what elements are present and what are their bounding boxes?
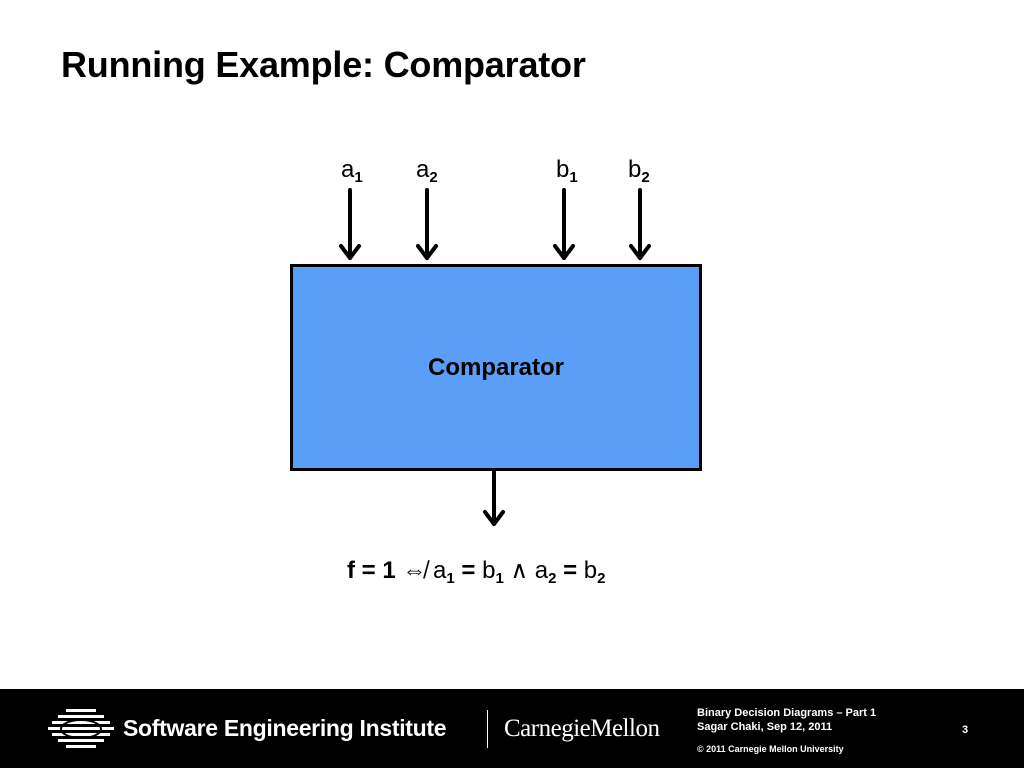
footer-divider [487,710,488,748]
comparator-box: Comparator [290,264,702,471]
input-label-b2: b2 [628,156,650,186]
footer-info: Binary Decision Diagrams – Part 1 Sagar … [697,706,876,756]
input-arrow-a1 [339,188,361,260]
cmu-wordmark: CarnegieMellon [504,715,660,742]
input-arrow-a2 [416,188,438,260]
output-arrow [483,470,505,526]
copyright-notice: © 2011 Carnegie Mellon University [697,744,844,754]
diagram-arrows [339,188,651,526]
presenter-date: Sagar Chaki, Sep 12, 2011 [697,721,833,733]
input-label-a1: a1 [341,156,363,186]
slide-title: Running Example: Comparator [61,44,586,85]
presentation-title: Binary Decision Diagrams – Part 1 [697,707,877,719]
footer-bar: Software Engineering Institute CarnegieM… [0,689,1024,768]
sei-logo-icon [48,709,114,748]
input-label-a2: a2 [416,156,438,186]
input-label-b1: b1 [556,156,578,186]
page-number: 3 [962,724,969,736]
input-arrow-b1 [553,188,575,260]
comparator-label: Comparator [427,353,565,381]
output-formula: f = 1 ⇎ a1 = b1 ∧ a2 = b2 [347,557,606,587]
sei-wordmark: Software Engineering Institute [123,715,447,741]
input-arrow-b2 [629,188,651,260]
